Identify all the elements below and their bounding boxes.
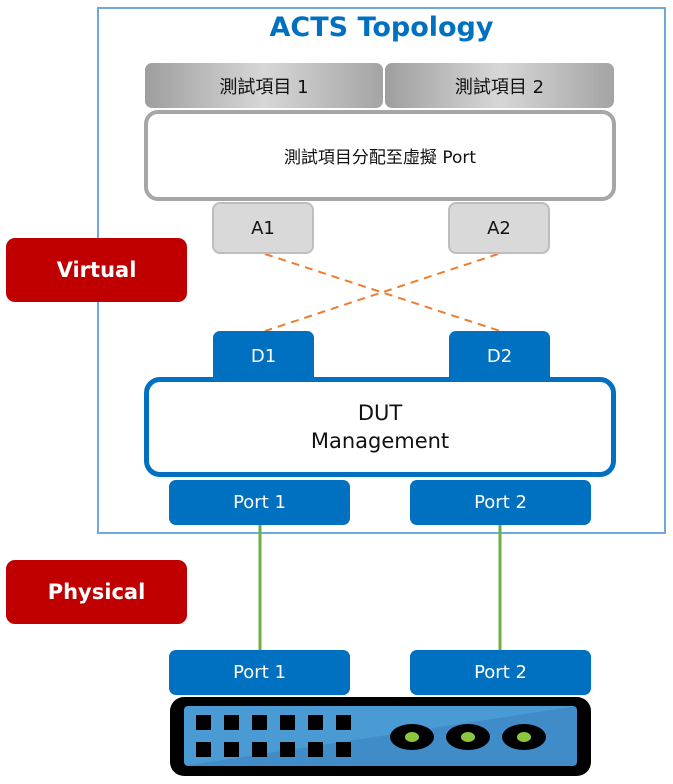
virtual-port-a2-label: A2 <box>487 217 511 239</box>
dut-physical-port-1[interactable]: Port 1 <box>169 480 350 525</box>
management-label: Management <box>310 429 450 453</box>
physical-layer-text: Physical <box>47 580 146 604</box>
dut-management-box: DUT Management <box>144 377 616 477</box>
dut-physical-port-1-label: Port 1 <box>233 492 286 513</box>
network-switch-icon <box>170 697 591 776</box>
dut-port-d2[interactable]: D2 <box>449 331 550 381</box>
test-item-2-label: 測試項目 2 <box>454 76 545 98</box>
virtual-port-a1-label: A1 <box>251 217 275 239</box>
switch-port-2-label: Port 2 <box>474 662 527 683</box>
physical-layer-label: Physical <box>6 560 187 624</box>
switch-port-1[interactable]: Port 1 <box>169 650 350 695</box>
diagram-title: ACTS Topology <box>269 12 494 43</box>
port-assignment-box: 測試項目分配至虛擬 Port <box>144 110 616 201</box>
virtual-port-a2[interactable]: A2 <box>448 202 550 254</box>
virtual-layer-text: Virtual <box>56 258 137 282</box>
dut-physical-port-2-label: Port 2 <box>474 492 527 513</box>
dut-port-d1[interactable]: D1 <box>213 331 314 381</box>
test-item-1-label: 測試項目 1 <box>219 76 309 98</box>
switch-status-leds <box>390 724 546 750</box>
virtual-layer-label: Virtual <box>6 238 187 302</box>
dut-physical-port-2[interactable]: Port 2 <box>410 480 591 525</box>
test-item-1[interactable]: 測試項目 1 <box>145 63 383 108</box>
switch-port-1-label: Port 1 <box>233 662 286 683</box>
test-item-2[interactable]: 測試項目 2 <box>385 63 614 108</box>
switch-port-grid <box>196 715 351 757</box>
switch-port-2[interactable]: Port 2 <box>410 650 591 695</box>
dut-port-d1-label: D1 <box>250 345 277 367</box>
virtual-port-a1[interactable]: A1 <box>212 202 314 254</box>
dut-label: DUT <box>357 401 403 425</box>
port-assignment-label: 測試項目分配至虛擬 Port <box>283 148 477 168</box>
dut-port-d2-label: D2 <box>486 345 513 367</box>
